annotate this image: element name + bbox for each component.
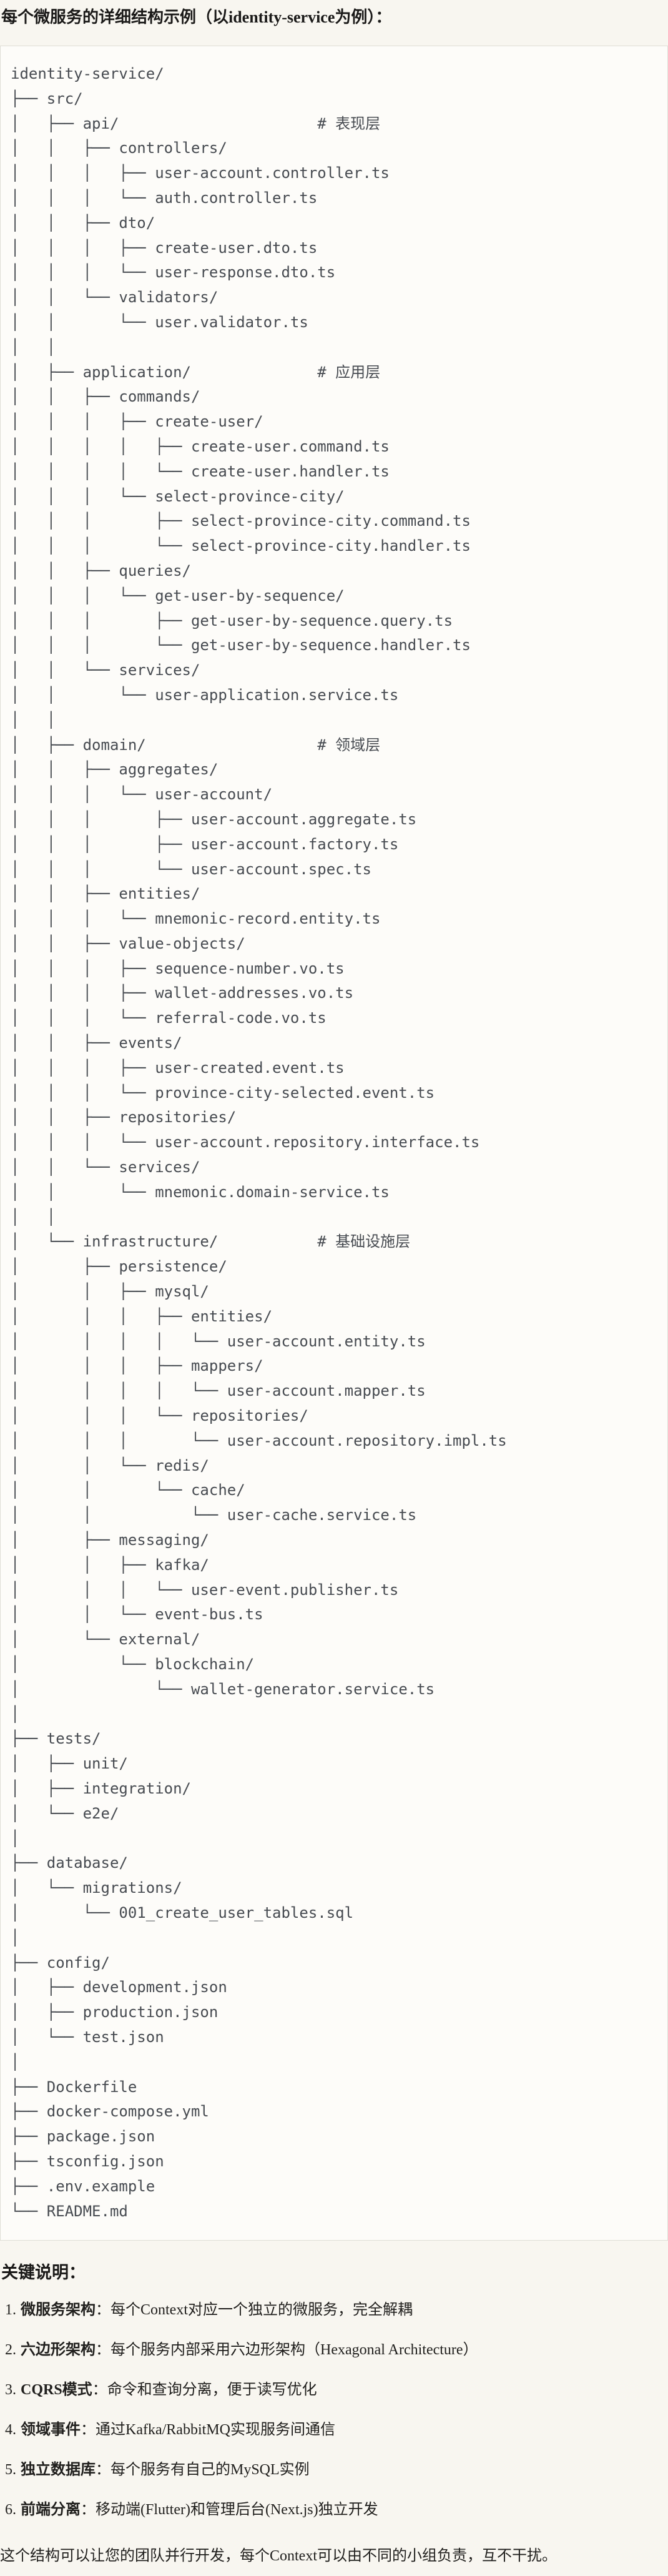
directory-tree-code-block: identity-service/ ├── src/ │ ├── api/ # … xyxy=(0,46,668,2241)
note-item: 5. 独立数据库：每个服务有自己的MySQL实例 xyxy=(5,2459,668,2480)
note-item: 2. 六边形架构：每个服务内部采用六边形架构（Hexagonal Architec… xyxy=(5,2339,668,2361)
note-separator: ： xyxy=(96,2342,111,2359)
note-text: 每个Context对应一个独立的微服务，完全解耦 xyxy=(111,2302,413,2319)
note-text: 通过Kafka/RabbitMQ实现服务间通信 xyxy=(96,2422,335,2439)
note-label: 独立数据库 xyxy=(21,2462,96,2479)
note-number: 4. xyxy=(5,2422,16,2439)
note-text: 命令和查询分离，便于读写优化 xyxy=(107,2382,317,2399)
note-item: 3. CQRS模式：命令和查询分离，便于读写优化 xyxy=(5,2379,668,2401)
note-text: 每个服务有自己的MySQL实例 xyxy=(111,2462,310,2479)
key-notes-heading: 关键说明： xyxy=(1,2263,86,2282)
note-number: 6. xyxy=(5,2502,16,2519)
note-item: 6. 前端分离：移动端(Flutter)和管理后台(Next.js)独立开发 xyxy=(5,2499,668,2520)
note-separator: ： xyxy=(96,2302,111,2319)
note-label: 微服务架构 xyxy=(21,2302,96,2319)
note-separator: ： xyxy=(96,2462,111,2479)
note-item: 4. 领域事件：通过Kafka/RabbitMQ实现服务间通信 xyxy=(5,2419,668,2440)
note-separator: ： xyxy=(81,2422,96,2439)
note-number: 1. xyxy=(5,2302,16,2319)
note-number: 2. xyxy=(5,2342,16,2359)
note-separator: ： xyxy=(92,2382,107,2399)
note-item: 1. 微服务架构：每个Context对应一个独立的微服务，完全解耦 xyxy=(5,2299,668,2321)
note-text: 每个服务内部采用六边形架构（Hexagonal Architecture） xyxy=(111,2342,478,2359)
note-label: CQRS模式 xyxy=(21,2382,92,2399)
page-title: 每个微服务的详细结构示例（以identity-service为例）： xyxy=(1,8,392,26)
note-number: 5. xyxy=(5,2462,16,2479)
closing-paragraph: 这个结构可以让您的团队并行开发，每个Context可以由不同的小组负责，互不干扰… xyxy=(0,2548,557,2565)
note-label: 前端分离 xyxy=(21,2502,81,2519)
note-number: 3. xyxy=(5,2382,16,2399)
note-separator: ： xyxy=(81,2502,96,2519)
note-label: 六边形架构 xyxy=(21,2342,96,2359)
note-label: 领域事件 xyxy=(21,2422,81,2439)
note-text: 移动端(Flutter)和管理后台(Next.js)独立开发 xyxy=(96,2502,378,2519)
